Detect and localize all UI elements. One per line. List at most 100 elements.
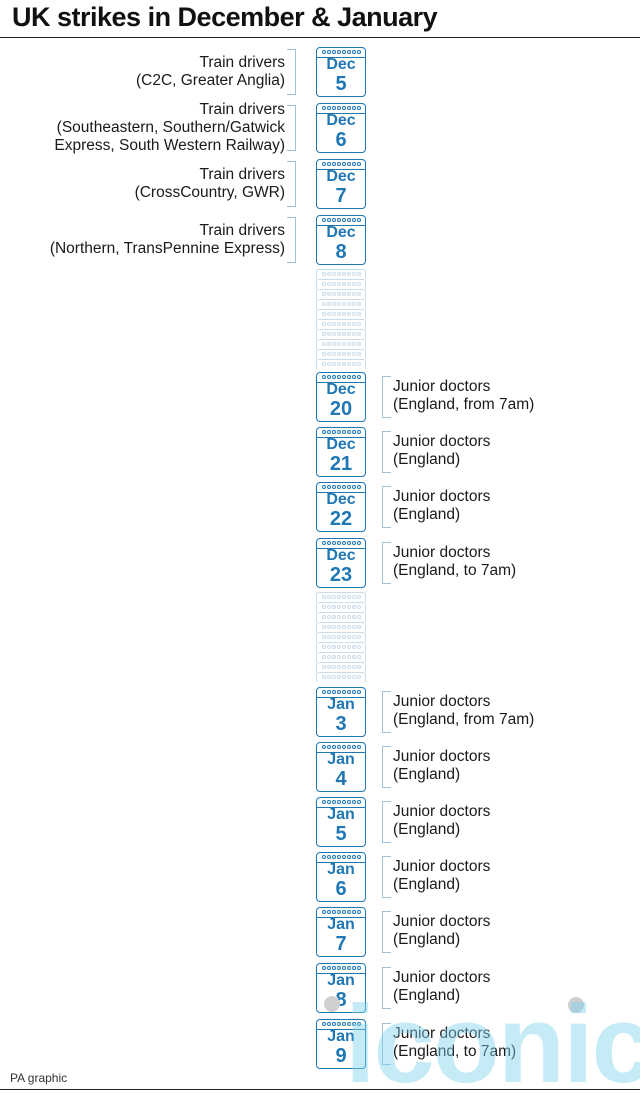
ring-icon [341, 282, 346, 286]
ring-icon [336, 745, 341, 749]
ring-icon [351, 272, 356, 276]
ring-icon [331, 605, 336, 609]
bracket [382, 542, 391, 584]
ring-icon [326, 312, 331, 316]
ring-icon [326, 352, 331, 356]
calendar-bar [317, 57, 365, 58]
ring-icon [341, 332, 346, 336]
ring-icon [346, 966, 351, 970]
ring-icon [351, 690, 356, 694]
ring-icon [341, 645, 346, 649]
ring-icon [346, 690, 351, 694]
ring-icon [321, 362, 326, 366]
ring-icon [321, 430, 326, 434]
strike-group: Train drivers [199, 54, 285, 71]
ring-icon [331, 595, 336, 599]
ring-icon [326, 605, 331, 609]
ring-icon [326, 362, 331, 366]
ring-icon [336, 635, 341, 639]
ring-icon [356, 635, 361, 639]
calendar-day: 6 [335, 878, 347, 900]
calendar-bar [317, 437, 365, 438]
strike-detail: (England) [393, 506, 461, 523]
ring-icon [336, 332, 341, 336]
ring-icon [351, 800, 356, 804]
calendar-month: Dec [326, 56, 356, 73]
bracket [287, 161, 296, 207]
ring-icon [336, 162, 341, 166]
calendar-rings [317, 966, 365, 972]
ring-icon [321, 292, 326, 296]
ring-icon [351, 218, 356, 222]
ring-icon [321, 342, 326, 346]
calendar-bar [317, 807, 365, 808]
ring-icon [321, 50, 326, 54]
faded-calendar-icon [316, 319, 366, 329]
ring-icon [336, 50, 341, 54]
calendar-rings [317, 800, 365, 806]
strike-detail: (England) [393, 987, 461, 1004]
strike-label: Junior doctors(England, from 7am) [393, 693, 534, 729]
ring-icon [321, 485, 326, 489]
strike-detail: (England) [393, 931, 461, 948]
strike-group: Junior doctors [393, 433, 491, 450]
ring-icon [336, 322, 341, 326]
ring-icon [321, 162, 326, 166]
watermark: iconic [345, 983, 640, 1095]
ring-icon [326, 625, 331, 629]
ring-icon [336, 655, 341, 659]
calendar-month: Jan [327, 1028, 355, 1045]
ring-icon [336, 485, 341, 489]
strike-label: Train drivers(Southeastern, Southern/Gat… [54, 101, 285, 155]
ring-icon [351, 162, 356, 166]
strike-label: Train drivers(C2C, Greater Anglia) [136, 54, 285, 90]
calendar-bar [317, 113, 365, 114]
ring-icon [346, 675, 351, 679]
ring-icon [346, 162, 351, 166]
strike-detail: (England, to 7am) [393, 1043, 517, 1060]
ring-icon [346, 282, 351, 286]
ring-icon [351, 966, 356, 970]
strike-detail: (England) [393, 451, 461, 468]
ring-icon [341, 675, 346, 679]
calendar-month: Jan [327, 806, 355, 823]
strike-group: Junior doctors [393, 378, 491, 395]
watermark-dot-icon [568, 997, 584, 1013]
ring-icon [351, 645, 356, 649]
calendar-bar [317, 697, 365, 698]
ring-icon [326, 50, 331, 54]
calendar-month: Jan [327, 861, 355, 878]
ring-icon [341, 605, 346, 609]
ring-icon [331, 342, 336, 346]
ring-icon [326, 1022, 331, 1026]
strike-label: Junior doctors(England) [393, 858, 490, 894]
ring-icon [346, 655, 351, 659]
ring-icon [341, 218, 346, 222]
faded-calendar-icon [316, 592, 366, 602]
ring-icon [351, 302, 356, 306]
calendar-bar [317, 382, 365, 383]
ring-icon [346, 1022, 351, 1026]
strike-label: Junior doctors(England) [393, 488, 490, 524]
ring-icon [356, 218, 361, 222]
ring-icon [356, 855, 361, 859]
calendar-day: 5 [335, 823, 347, 845]
title-divider [0, 37, 640, 38]
calendar-month: Dec [326, 381, 356, 398]
ring-icon [331, 615, 336, 619]
ring-icon [331, 302, 336, 306]
faded-calendar-icon [316, 309, 366, 319]
calendar-day: 8 [335, 989, 347, 1011]
calendar-day: 8 [335, 241, 347, 263]
ring-icon [356, 1022, 361, 1026]
strike-detail: (England, to 7am) [393, 562, 517, 579]
strike-group: Junior doctors [393, 803, 491, 820]
ring-icon [341, 302, 346, 306]
ring-icon [341, 800, 346, 804]
ring-icon [346, 352, 351, 356]
ring-icon [326, 665, 331, 669]
ring-icon [331, 362, 336, 366]
